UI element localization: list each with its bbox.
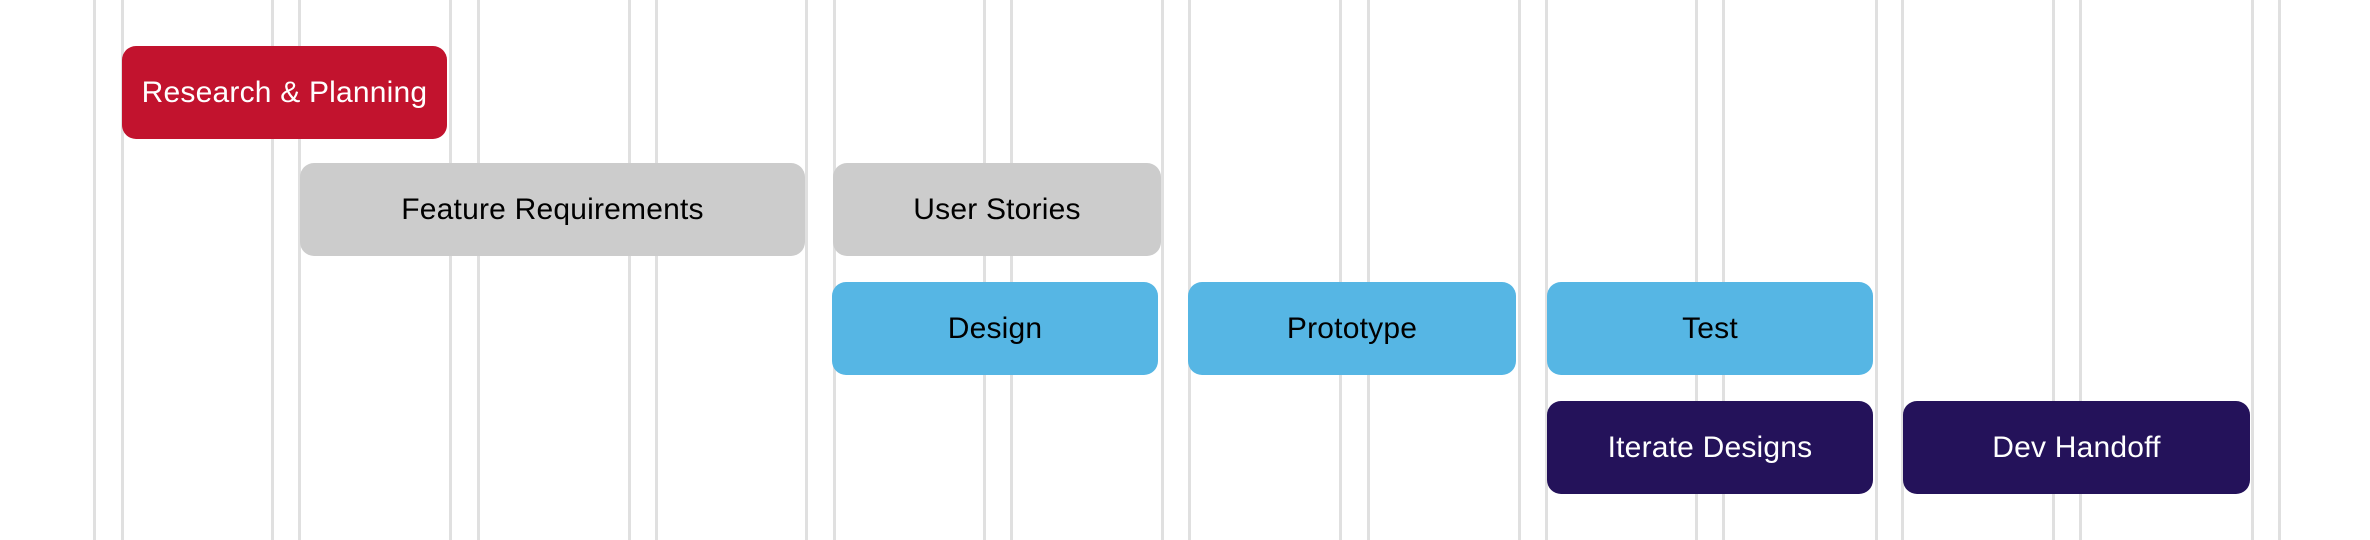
gantt-bar-label: Test [1682, 311, 1738, 345]
gantt-bar-label: Iterate Designs [1607, 430, 1813, 464]
gridline [1010, 0, 1013, 540]
gantt-bar-test[interactable]: Test [1547, 282, 1873, 375]
gridline [628, 0, 631, 540]
gantt-bar-user-stories[interactable]: User Stories [833, 163, 1161, 256]
gridline [121, 0, 124, 540]
gantt-bar-label: Feature Requirements [401, 192, 704, 226]
gridline [833, 0, 836, 540]
gantt-bar-label: Dev Handoff [1992, 430, 2161, 464]
gantt-bar-label: Research & Planning [141, 75, 428, 109]
gridline [298, 0, 301, 540]
gridline [1722, 0, 1725, 540]
gridline [271, 0, 274, 540]
gridline [1901, 0, 1904, 540]
gridline [1518, 0, 1521, 540]
gantt-bar-iterate-designs[interactable]: Iterate Designs [1547, 401, 1873, 494]
gantt-bar-feature-requirements[interactable]: Feature Requirements [300, 163, 805, 256]
gridline [2251, 0, 2254, 540]
gridline [983, 0, 986, 540]
gridline [2079, 0, 2082, 540]
gridline [1367, 0, 1370, 540]
gantt-bar-label: User Stories [913, 192, 1081, 226]
gridline [1695, 0, 1698, 540]
gantt-bar-label: Prototype [1286, 311, 1418, 345]
gridline [655, 0, 658, 540]
gridline [805, 0, 808, 540]
gridline [2052, 0, 2055, 540]
gridline [1188, 0, 1191, 540]
gridline [1161, 0, 1164, 540]
gantt-bar-prototype[interactable]: Prototype [1188, 282, 1516, 375]
gridline [1875, 0, 1878, 540]
gridline [477, 0, 480, 540]
gantt-bar-research-and-planning[interactable]: Research & Planning [122, 46, 447, 139]
gantt-bar-label: Design [947, 311, 1043, 345]
gridline [449, 0, 452, 540]
gantt-bar-dev-handoff[interactable]: Dev Handoff [1903, 401, 2250, 494]
gridline [2278, 0, 2281, 540]
gridline [1339, 0, 1342, 540]
gantt-bar-design[interactable]: Design [832, 282, 1158, 375]
gridline [93, 0, 96, 540]
gridline [1545, 0, 1548, 540]
